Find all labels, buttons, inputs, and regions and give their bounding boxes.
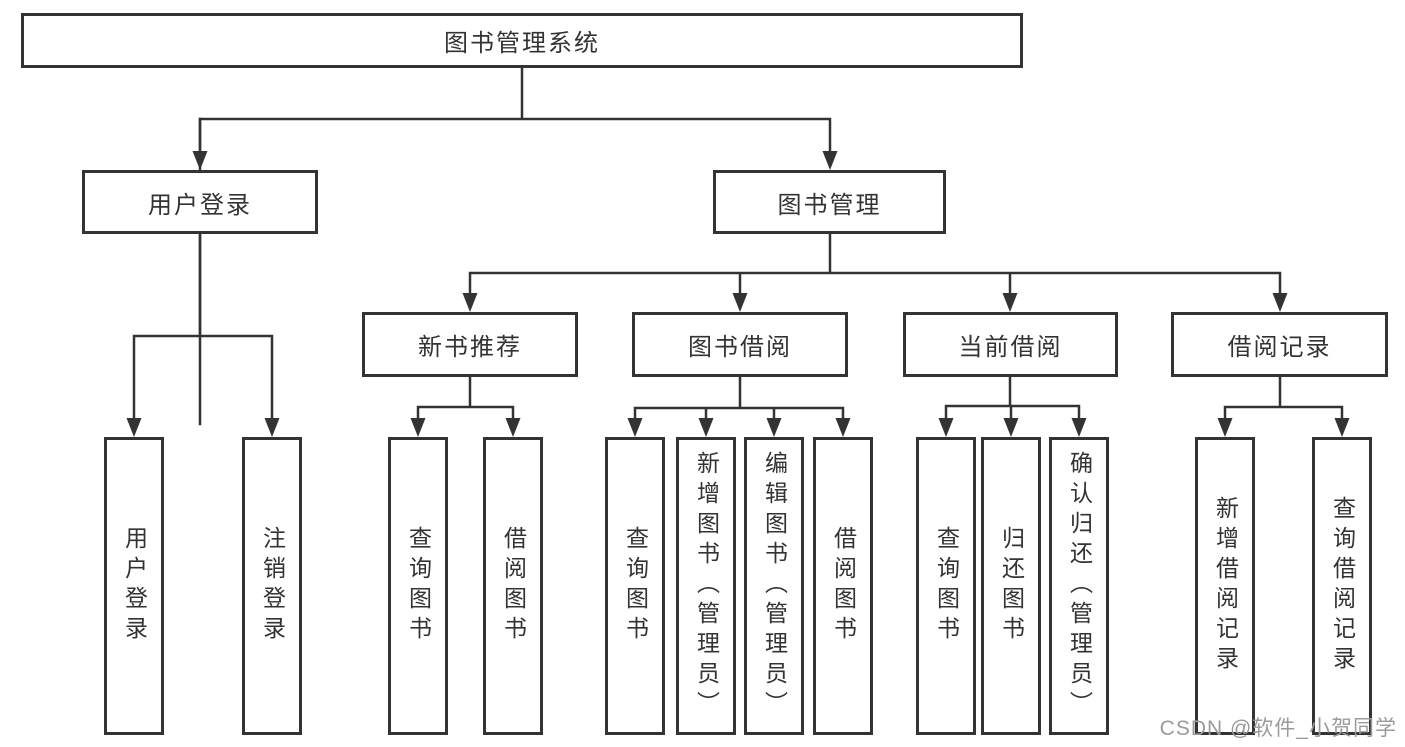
node-leaf-query-book-2: 查询图书 — [605, 437, 665, 735]
node-label: 图书管理系统 — [444, 30, 600, 57]
node-leaf-logout: 注销登录 — [242, 437, 302, 735]
node-label: 借阅记录 — [1227, 334, 1332, 361]
node-leaf-query-book-3: 查询图书 — [916, 437, 976, 735]
node-book-borrow: 图书借阅 — [632, 312, 848, 377]
node-leaf-confirm-return-admin: 确认归还（管理员） — [1049, 437, 1109, 735]
node-label: 新增借阅记录 — [1212, 496, 1239, 676]
node-leaf-borrow-book-1: 借阅图书 — [483, 437, 543, 735]
node-leaf-add-borrow-record: 新增借阅记录 — [1195, 437, 1255, 735]
edge-borrowrecord-to-leaves — [1223, 375, 1344, 426]
node-leaf-user-login: 用户登录 — [104, 437, 164, 735]
node-book-management: 图书管理 — [713, 170, 946, 234]
node-root-system: 图书管理系统 — [21, 13, 1023, 68]
edge-bookborrow-to-leaves — [633, 375, 845, 426]
node-user-login: 用户登录 — [82, 170, 318, 234]
node-label: 编辑图书（管理员） — [761, 451, 788, 721]
node-label: 用户登录 — [121, 526, 148, 646]
node-label: 查询图书 — [622, 526, 649, 646]
node-label: 查询图书 — [933, 526, 960, 646]
edge-currentborrow-to-leaves — [944, 375, 1081, 426]
node-leaf-query-book-1: 查询图书 — [388, 437, 448, 735]
node-label: 查询图书 — [405, 526, 432, 646]
edge-userlogin-to-leaves — [132, 232, 274, 426]
node-new-book-recommend: 新书推荐 — [362, 312, 578, 377]
node-leaf-add-book-admin: 新增图书（管理员） — [676, 437, 736, 735]
node-label: 新增图书（管理员） — [693, 451, 720, 721]
node-leaf-query-borrow-record: 查询借阅记录 — [1312, 437, 1372, 735]
csdn-watermark: CSDN @软件_小贺同学 — [1159, 717, 1397, 740]
node-label: 新书推荐 — [418, 334, 522, 361]
node-label: 注销登录 — [259, 526, 286, 646]
edge-newbook-to-leaves — [416, 375, 515, 426]
node-label: 归还图书 — [998, 526, 1025, 646]
node-current-borrow: 当前借阅 — [903, 312, 1118, 377]
node-leaf-return-book: 归还图书 — [981, 437, 1041, 735]
node-label: 图书借阅 — [688, 334, 792, 361]
node-label: 借阅图书 — [500, 526, 527, 646]
node-label: 当前借阅 — [958, 334, 1063, 361]
node-leaf-borrow-book-2: 借阅图书 — [813, 437, 873, 735]
node-label: 借阅图书 — [830, 526, 857, 646]
node-label: 确认归还（管理员） — [1066, 451, 1093, 721]
edge-bookmgmt-to-level3 — [468, 232, 1282, 301]
node-borrow-record: 借阅记录 — [1171, 312, 1388, 377]
node-label: 图书管理 — [777, 191, 882, 219]
node-label: 用户登录 — [148, 191, 252, 219]
node-leaf-edit-book-admin: 编辑图书（管理员） — [744, 437, 804, 735]
node-label: 查询借阅记录 — [1329, 496, 1356, 676]
